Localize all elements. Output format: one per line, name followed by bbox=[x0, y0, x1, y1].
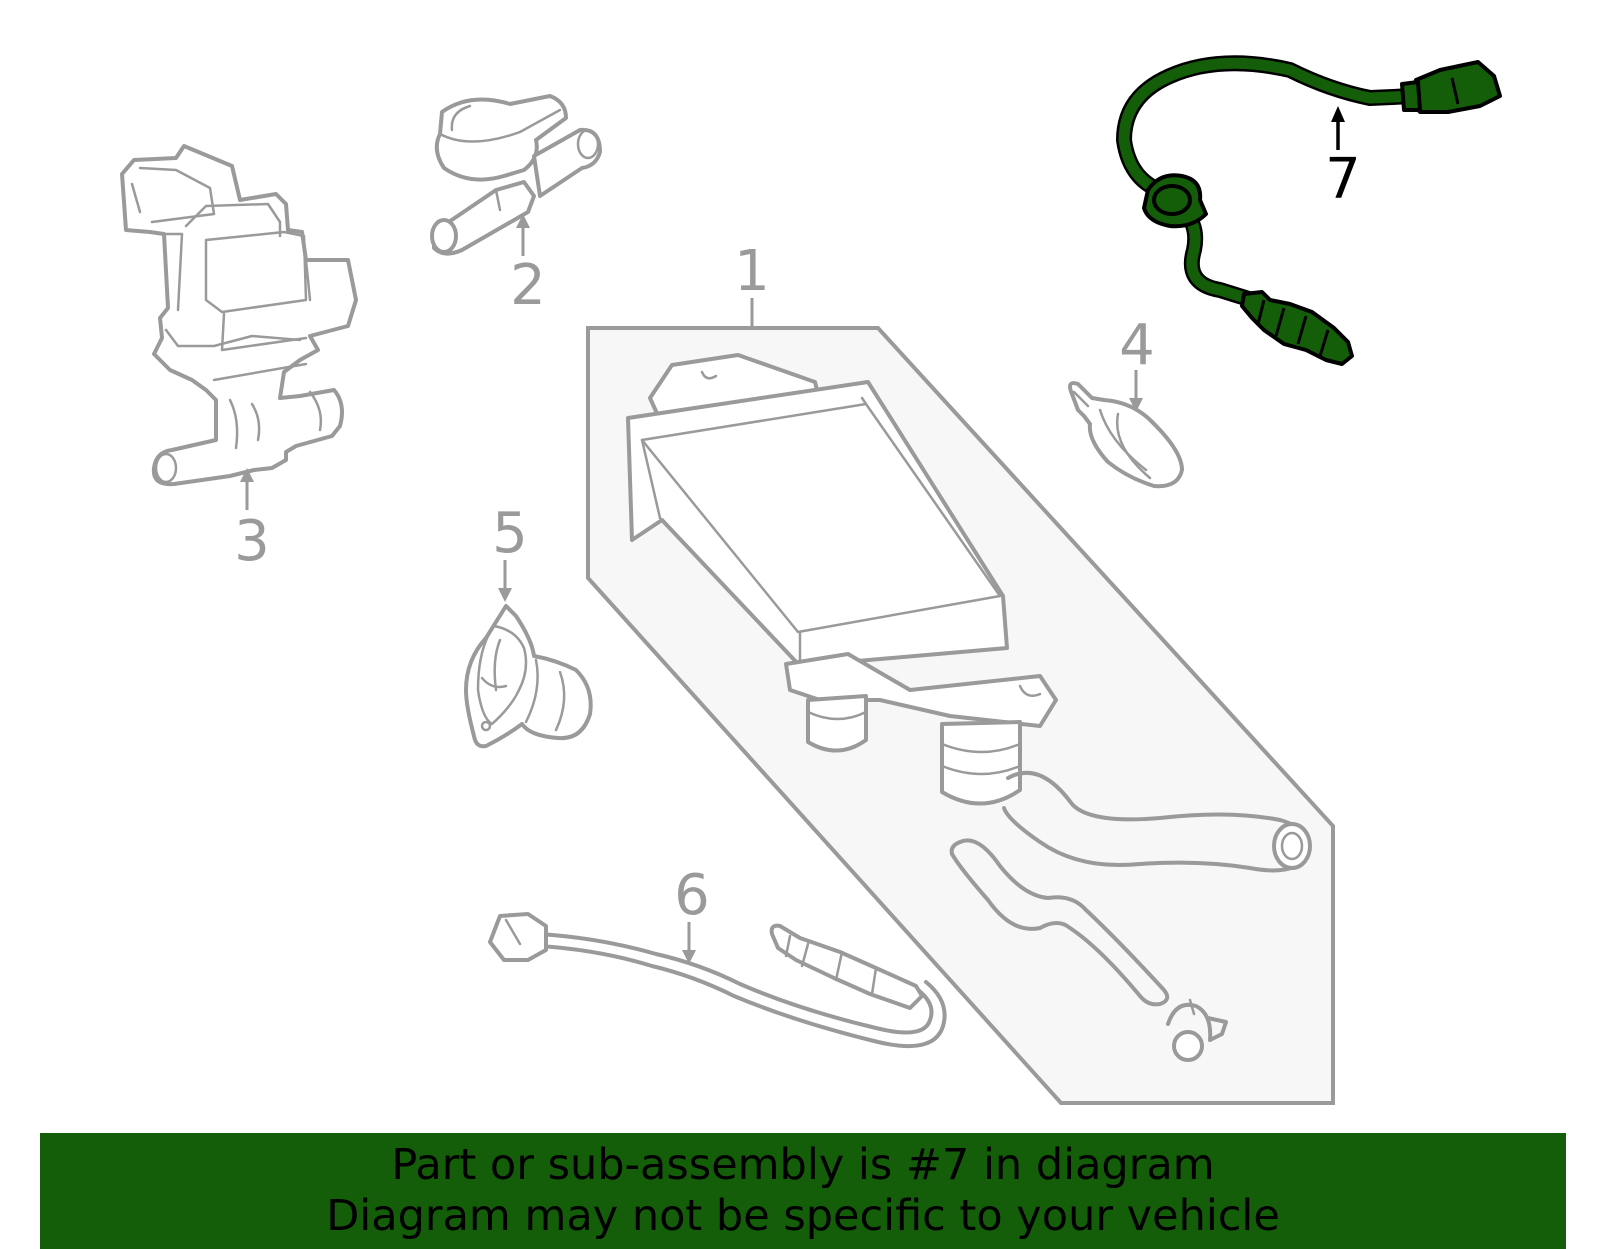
callout-2: 2 bbox=[510, 214, 546, 318]
part-7-cable bbox=[1118, 57, 1420, 200]
callout-1: 1 bbox=[734, 239, 770, 328]
callout-4: 4 bbox=[1119, 313, 1155, 412]
part-1-canister-assembly bbox=[586, 326, 1335, 1105]
part-2-valve bbox=[430, 94, 602, 256]
part-4-sensor bbox=[1068, 381, 1184, 489]
part-3-air-valve bbox=[120, 144, 358, 487]
part-5-cap bbox=[464, 604, 593, 749]
callout-1-label: 1 bbox=[734, 239, 770, 304]
callout-3-label: 3 bbox=[234, 509, 270, 574]
callout-7-label: 7 bbox=[1325, 147, 1361, 212]
part-7-o2-sensor-highlighted bbox=[1116, 55, 1502, 366]
callout-4-label: 4 bbox=[1119, 313, 1155, 378]
info-banner: Part or sub-assembly is #7 in diagram Di… bbox=[40, 1133, 1566, 1249]
part-6-o2-sensor bbox=[488, 912, 947, 1049]
callout-5: 5 bbox=[492, 501, 528, 602]
callout-3: 3 bbox=[234, 468, 270, 574]
callout-6: 6 bbox=[674, 863, 710, 964]
callout-2-label: 2 bbox=[510, 253, 546, 318]
callout-7: 7 bbox=[1325, 106, 1361, 212]
banner-line-disclaimer: Diagram may not be specific to your vehi… bbox=[326, 1191, 1280, 1241]
callout-5-label: 5 bbox=[492, 501, 528, 566]
banner-line-part: Part or sub-assembly is #7 in diagram bbox=[391, 1140, 1215, 1190]
callout-6-label: 6 bbox=[674, 863, 710, 928]
